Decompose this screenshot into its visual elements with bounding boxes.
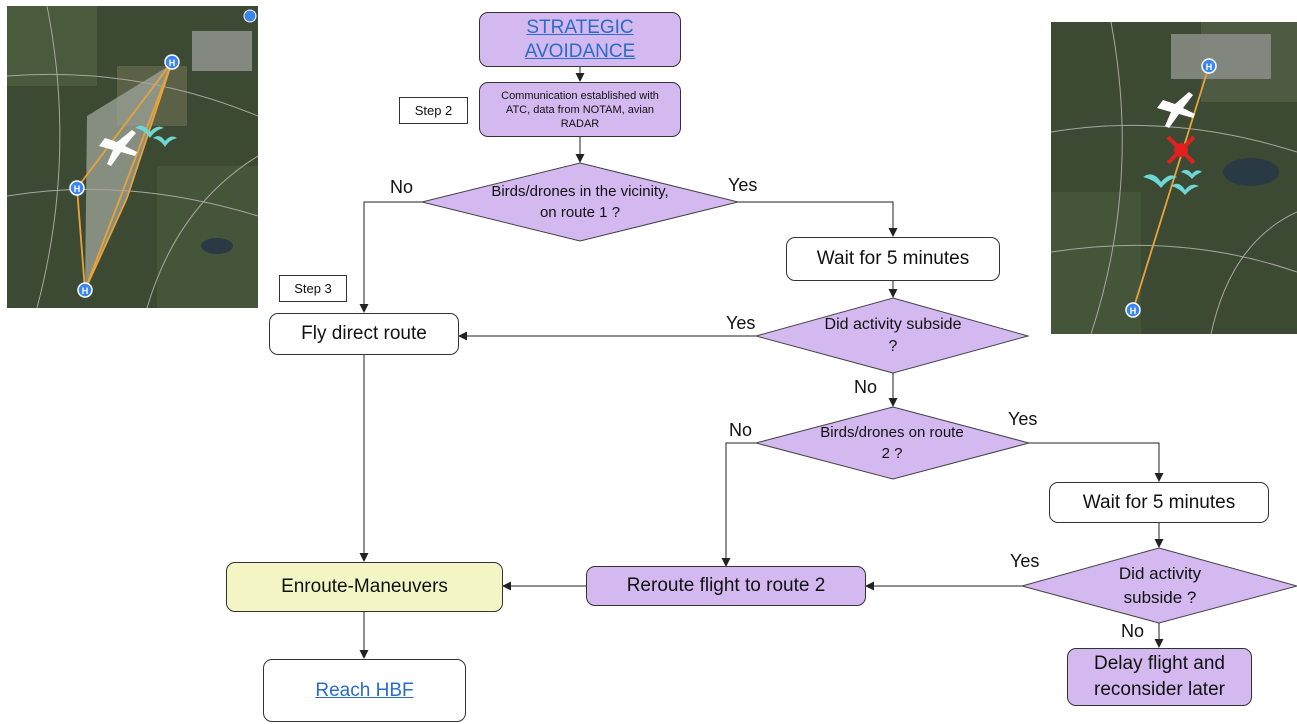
reroute-node: Reroute flight to route 2 xyxy=(586,566,866,606)
birds-icon xyxy=(1143,169,1202,195)
fly-direct-node: Fly direct route xyxy=(269,313,459,355)
enroute-node: Enroute-Maneuvers xyxy=(226,562,503,612)
decision-route-2-text: Birds/drones on route 2 ? xyxy=(820,424,964,462)
strategic-avoidance-link[interactable]: STRATEGIC AVOIDANCE xyxy=(524,16,636,62)
birds-icon xyxy=(135,125,177,147)
decision-route-1-text: Birds/drones in the vicinity, on route 1… xyxy=(491,183,669,221)
delay-node: Delay flight and reconsider later xyxy=(1067,648,1252,706)
step-3-label: Step 3 xyxy=(279,275,347,302)
decision-route-2-shape xyxy=(754,406,1031,480)
map-route-2-satellite: H H xyxy=(1051,22,1297,334)
aircraft-icon xyxy=(99,130,137,166)
helipad-marker-b: H xyxy=(1130,306,1137,316)
decision-subside-2-text: Did activity subside ? xyxy=(1118,564,1202,607)
drone-conflict-icon xyxy=(1166,135,1196,165)
label-yes-subside2: Yes xyxy=(1010,551,1040,571)
map-route-2: H H xyxy=(1051,22,1297,334)
aircraft-icon xyxy=(1157,92,1195,128)
reach-hbf-link[interactable]: Reach HBF xyxy=(315,679,414,701)
communication-node: Communication established with ATC, data… xyxy=(479,82,681,137)
map-route-1-satellite: H H H xyxy=(7,6,258,308)
start-node[interactable]: STRATEGIC AVOIDANCE xyxy=(479,12,681,67)
helipad-marker-c: H xyxy=(82,286,89,296)
helipad-marker-a: H xyxy=(169,58,176,68)
step-2-label: Step 2 xyxy=(399,97,468,124)
label-yes-route1: Yes xyxy=(728,175,758,195)
wait-node-1: Wait for 5 minutes xyxy=(786,237,1000,281)
decision-route-1-shape xyxy=(421,162,739,242)
label-yes-route2: Yes xyxy=(1008,409,1038,429)
decision-subside-1-text: Did activity subside ? xyxy=(824,316,962,355)
map-route-1: H H H xyxy=(7,6,258,308)
wait-node-2: Wait for 5 minutes xyxy=(1049,482,1269,523)
label-yes-subside1: Yes xyxy=(726,313,756,333)
label-no-route2: No xyxy=(729,420,753,440)
communication-text: Communication established with ATC, data… xyxy=(501,89,659,130)
helipad-marker-b: H xyxy=(74,184,81,194)
label-no-subside1: No xyxy=(854,377,878,397)
label-no-route1: No xyxy=(390,177,414,197)
label-no-subside2: No xyxy=(1121,621,1145,641)
reach-node[interactable]: Reach HBF xyxy=(263,659,466,722)
helipad-marker-a: H xyxy=(1206,62,1213,72)
